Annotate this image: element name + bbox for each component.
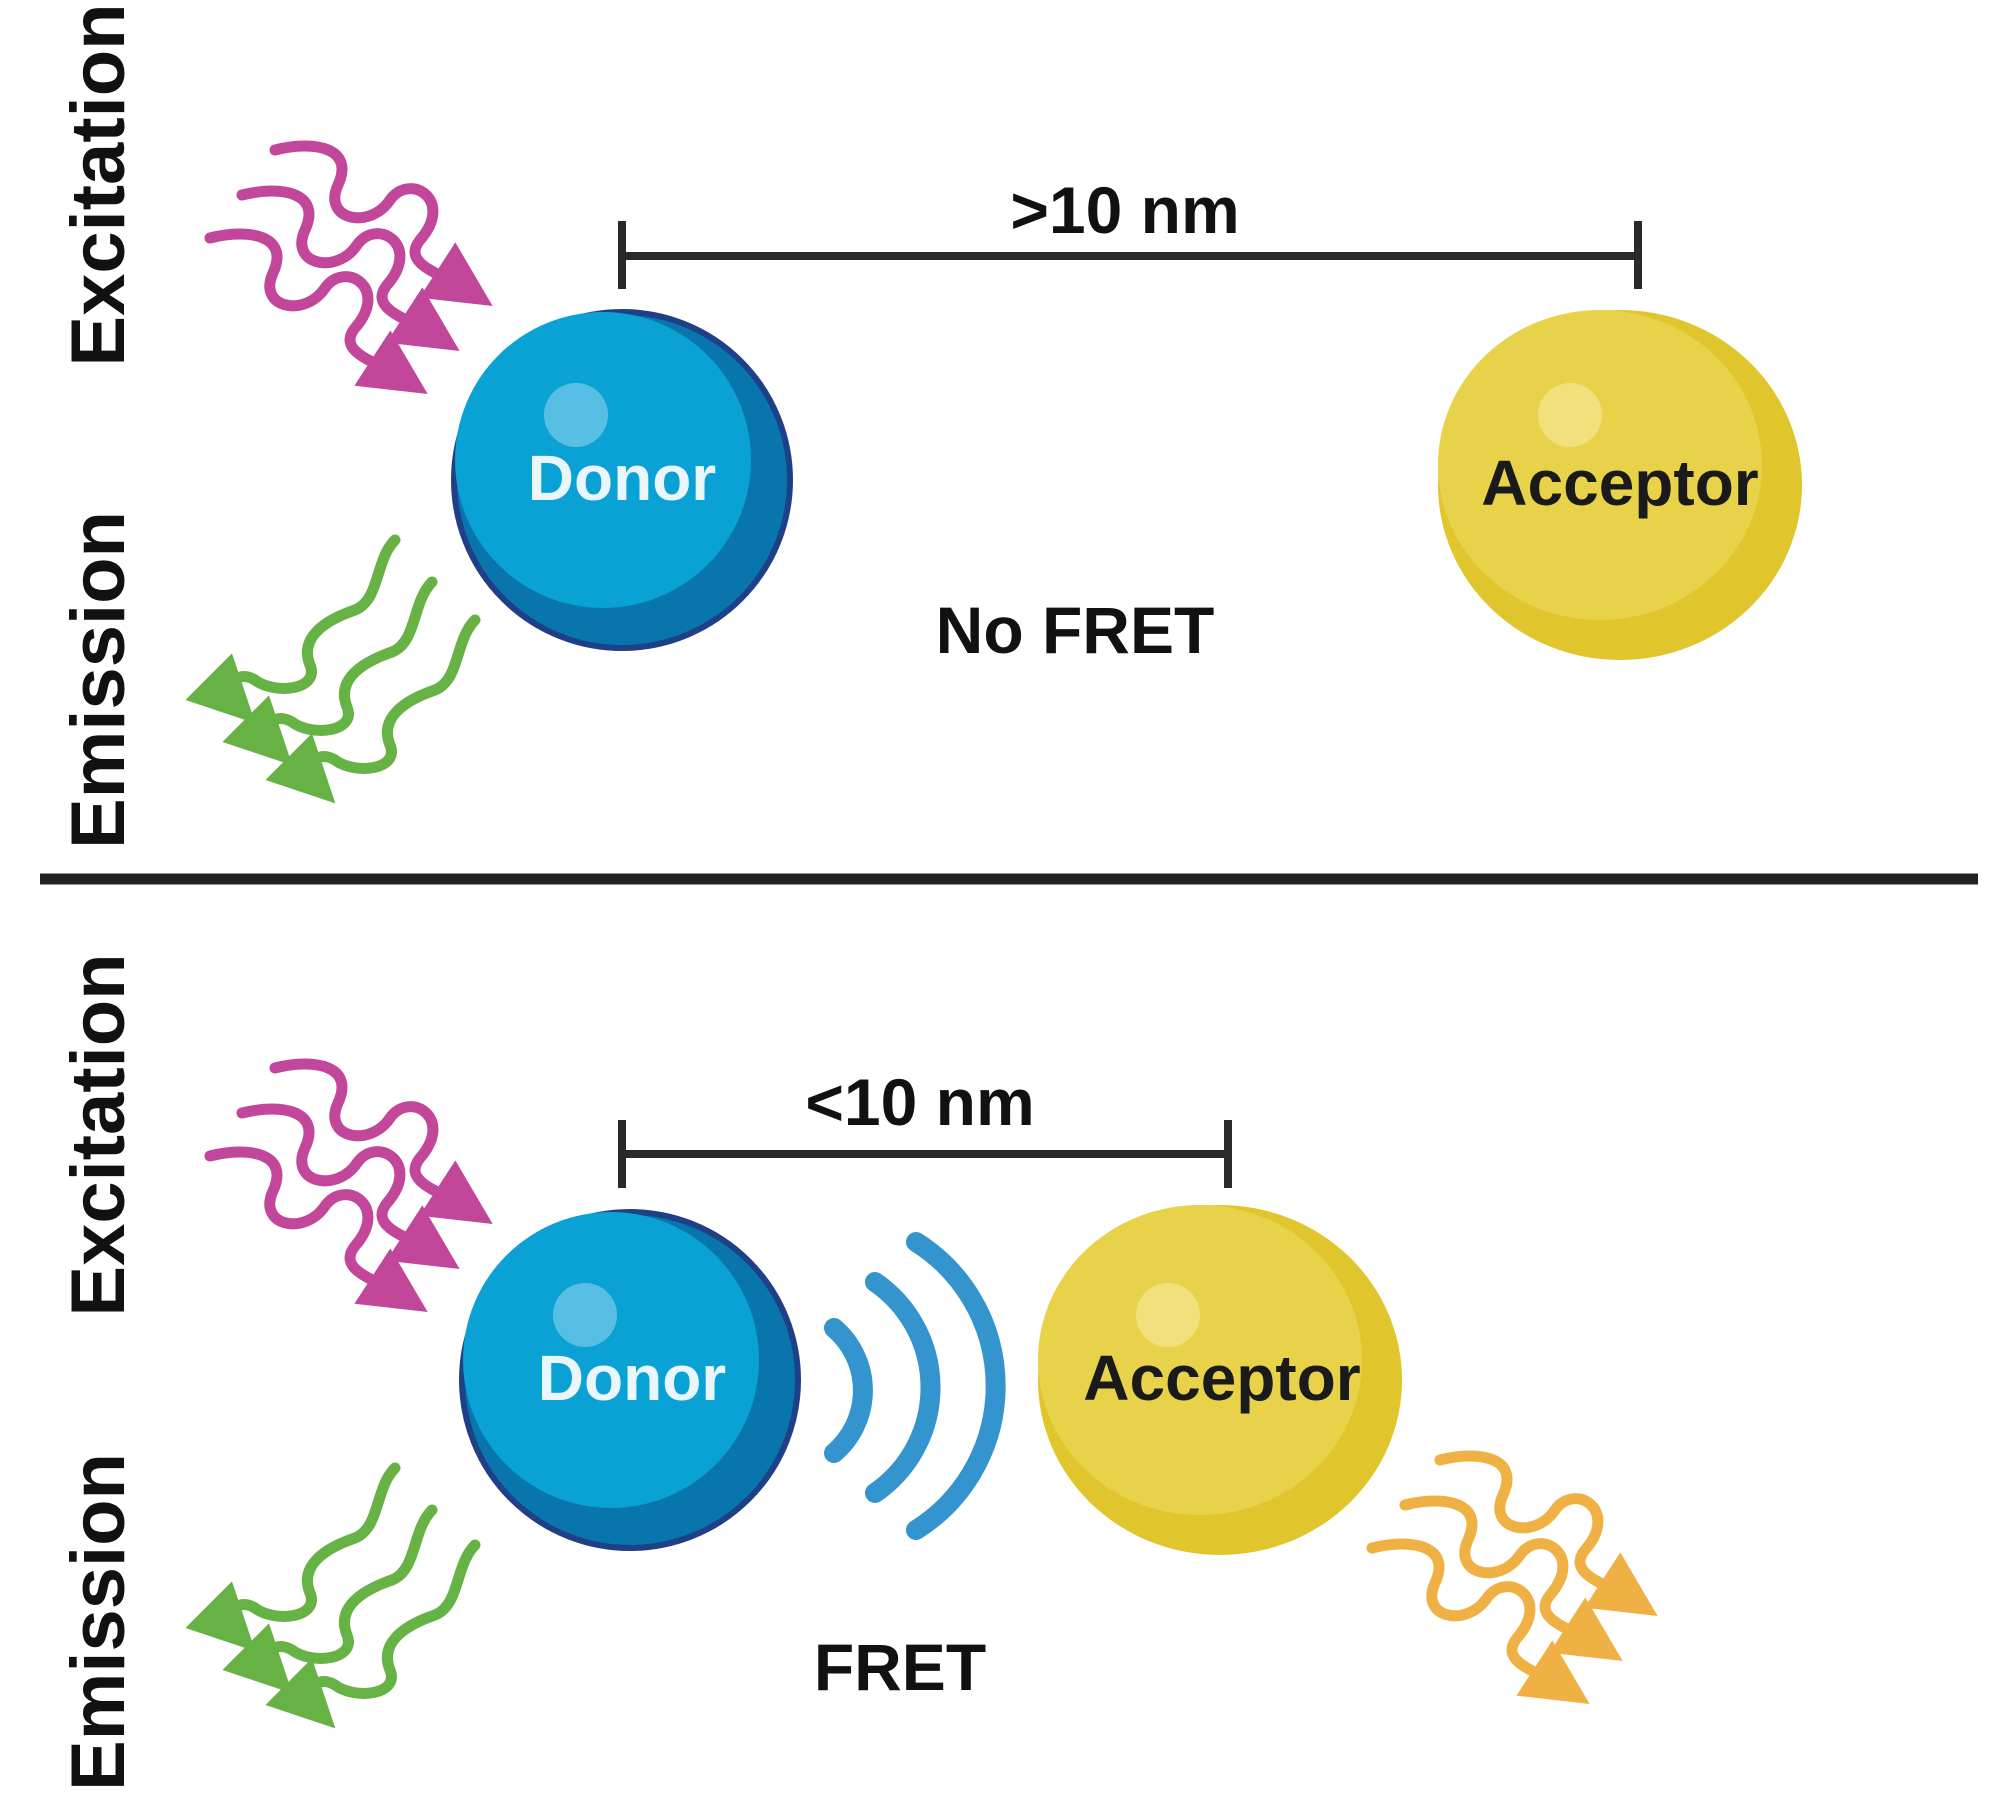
acceptor-highlight [1136, 1283, 1200, 1347]
panel-no-fret: Excitation Emission >10 nm Donor [56, 3, 1802, 849]
acceptor-emission-arrows [1366, 1450, 1658, 1704]
acceptor-emission-wave-arrow [1366, 1538, 1590, 1704]
excitation-light-arrows [204, 1058, 493, 1312]
emission-wave-arrow [265, 1539, 481, 1729]
panel-fret: Excitation Emission <10 nm Donor [56, 953, 1658, 1791]
emission-label: Emission [56, 511, 141, 849]
donor-emission-arrows [185, 1462, 481, 1729]
transfer-wave-arc [906, 1232, 1006, 1540]
donor-sphere: Donor [451, 309, 793, 651]
emission-wave-arrow [185, 1462, 401, 1652]
distance-label: <10 nm [805, 1065, 1034, 1139]
acceptor-emission-wave-arrow [1399, 1495, 1623, 1661]
emission-label: Emission [56, 1453, 141, 1791]
donor-emission-arrows [185, 534, 481, 804]
emission-wave-arrow [222, 576, 438, 766]
distance-label: >10 nm [1010, 173, 1239, 247]
emission-wave-arrow [185, 534, 401, 724]
acceptor-label: Acceptor [1083, 1342, 1360, 1414]
excitation-wave-arrow [269, 140, 493, 306]
fret-state-label: FRET [814, 1630, 986, 1704]
excitation-wave-arrow [204, 1146, 428, 1312]
emission-wave-arrow [265, 614, 481, 804]
donor-highlight [553, 1283, 617, 1347]
acceptor-highlight [1538, 383, 1602, 447]
donor-sphere: Donor [459, 1209, 801, 1551]
excitation-wave-arrow [269, 1058, 493, 1224]
excitation-wave-arrow [204, 228, 428, 394]
excitation-wave-arrow [236, 185, 460, 351]
acceptor-sphere: Acceptor [1438, 310, 1802, 660]
energy-transfer-waves [824, 1232, 1006, 1540]
excitation-light-arrows [204, 140, 493, 394]
transfer-wave-arc [865, 1272, 941, 1503]
excitation-label: Excitation [56, 953, 141, 1316]
distance-bracket [618, 221, 1642, 289]
acceptor-label: Acceptor [1481, 447, 1758, 519]
distance-bracket [618, 1120, 1232, 1188]
donor-label: Donor [528, 442, 716, 514]
emission-wave-arrow [222, 1504, 438, 1694]
acceptor-emission-wave-arrow [1434, 1450, 1658, 1616]
donor-label: Donor [538, 1342, 726, 1414]
excitation-label: Excitation [56, 3, 141, 366]
donor-highlight [544, 383, 608, 447]
excitation-wave-arrow [236, 1103, 460, 1269]
acceptor-sphere: Acceptor [1038, 1205, 1402, 1555]
fret-state-label: No FRET [936, 593, 1215, 667]
transfer-wave-arc [824, 1318, 873, 1463]
